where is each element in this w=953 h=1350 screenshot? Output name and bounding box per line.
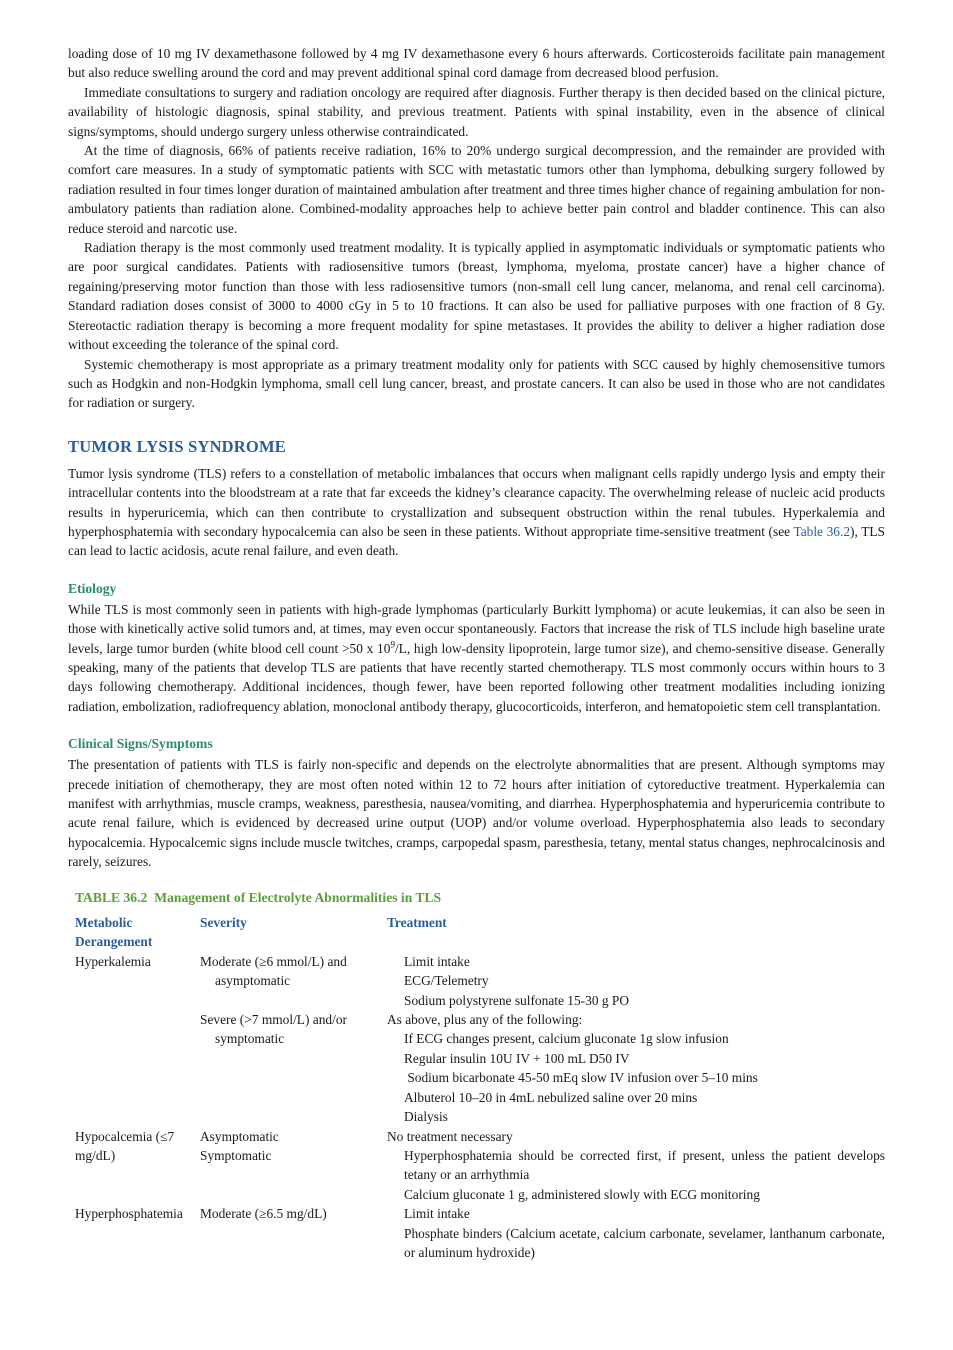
table-row: Hypocalcemia (≤7 mg/dL) Asymptomatic Sym… (75, 1127, 885, 1205)
derangement-cell: Hyperkalemia (75, 953, 151, 969)
severity-item: Symptomatic (200, 1147, 272, 1163)
derangement-cell (75, 1010, 200, 1126)
clinical-paragraph: The presentation of patients with TLS is… (68, 757, 885, 870)
header-treatment: Treatment (387, 915, 447, 931)
treatment-item: Calcium gluconate 1 g, administered slow… (404, 1186, 760, 1202)
tls-text-after: ), TLS can lead to lactic acidosis, acut… (68, 523, 885, 559)
treatment-cell: No treatment necessary Hyperphosphatemia… (387, 1127, 885, 1205)
severity-cell: Severe (>7 mmol/L) and/or symptomatic (200, 1012, 347, 1047)
management-table: Metabolic Derangement Severity Treatment… (75, 913, 885, 1262)
section-title-tls: TUMOR LYSIS SYNDROME (68, 436, 286, 456)
etiology-text-before: While TLS is most commonly seen in patie… (68, 601, 885, 656)
table-row: Hyperphosphatemia Moderate (≥6.5 mg/dL) … (75, 1204, 885, 1262)
table-36-2: TABLE 36.2 Management of Electrolyte Abno… (68, 888, 885, 1263)
treatment-item: Albuterol 10–20 in 4mL nebulized saline … (404, 1089, 698, 1105)
treatment-item: Limit intake (404, 1206, 470, 1222)
intro-paragraph: At the time of diagnosis, 66% of patient… (68, 143, 885, 236)
treatment-item: Regular insulin 10U IV + 100 mL D50 IV (404, 1050, 630, 1066)
derangement-cell: Hypocalcemia (≤7 mg/dL) (75, 1128, 175, 1163)
tls-text-before: Tumor lysis syndrome (TLS) refers to a c… (68, 465, 885, 539)
intro-paragraph: Systemic chemotherapy is most appropriat… (68, 356, 885, 411)
table-row: Hyperkalemia Moderate (≥6 mmol/L) and as… (75, 952, 885, 1010)
severity-cell: Asymptomatic Symptomatic (200, 1127, 387, 1205)
severity-cell: Moderate (≥6.5 mg/dL) (200, 1206, 327, 1222)
treatment-cell: As above, plus any of the following: If … (387, 1010, 885, 1126)
document-page: loading dose of 10 mg IV dexamethasone f… (68, 44, 885, 1262)
header-derangement: Metabolic Derangement (75, 915, 153, 950)
treatment-lead: No treatment necessary (387, 1128, 513, 1144)
treatment-item: Hyperphosphatemia should be corrected fi… (404, 1147, 885, 1183)
etiology-text-after: /L, high low-density lipoprotein, large … (68, 640, 885, 714)
treatment-lead: As above, plus any of the following: (387, 1012, 583, 1028)
subsection-title-etiology: Etiology (68, 580, 117, 596)
treatment-item: Dialysis (404, 1109, 448, 1125)
table-number: TABLE 36.2 (75, 889, 148, 905)
treatment-item: Sodium bicarbonate 45-50 mEq slow IV inf… (404, 1070, 758, 1086)
treatment-item: Phosphate binders (Calcium acetate, calc… (404, 1225, 885, 1260)
treatment-item: ECG/Telemetry (404, 973, 489, 989)
intro-paragraph: Radiation therapy is the most commonly u… (68, 240, 885, 353)
subsection-title-clinical: Clinical Signs/Symptoms (68, 736, 213, 752)
derangement-cell: Hyperphosphatemia (75, 1206, 183, 1222)
treatment-item: Limit intake (404, 953, 470, 969)
table-title: Management of Electrolyte Abnormalities … (154, 889, 442, 905)
header-severity: Severity (200, 915, 247, 931)
table-caption: TABLE 36.2 Management of Electrolyte Abno… (75, 888, 885, 907)
treatment-item: Sodium polystyrene sulfonate 15-30 g PO (404, 992, 630, 1008)
treatment-cell: Limit intake Phosphate binders (Calcium … (387, 1204, 885, 1262)
tls-paragraph: Tumor lysis syndrome (TLS) refers to a c… (68, 464, 885, 561)
intro-paragraph: Immediate consultations to surgery and r… (68, 84, 885, 139)
table-reference-link[interactable]: Table 36.2 (793, 523, 851, 539)
treatment-cell: Limit intake ECG/Telemetry Sodium polyst… (387, 952, 885, 1010)
table-header-row: Metabolic Derangement Severity Treatment (75, 913, 885, 952)
intro-paragraph: loading dose of 10 mg IV dexamethasone f… (68, 46, 885, 81)
severity-cell: Moderate (≥6 mmol/L) and asymptomatic (200, 953, 347, 989)
severity-item: Asymptomatic (200, 1128, 279, 1144)
table-row: Severe (>7 mmol/L) and/or symptomatic As… (75, 1010, 885, 1126)
etiology-superscript: 9 (390, 639, 395, 650)
etiology-paragraph: While TLS is most commonly seen in patie… (68, 600, 885, 716)
treatment-item: If ECG changes present, calcium gluconat… (404, 1031, 729, 1047)
